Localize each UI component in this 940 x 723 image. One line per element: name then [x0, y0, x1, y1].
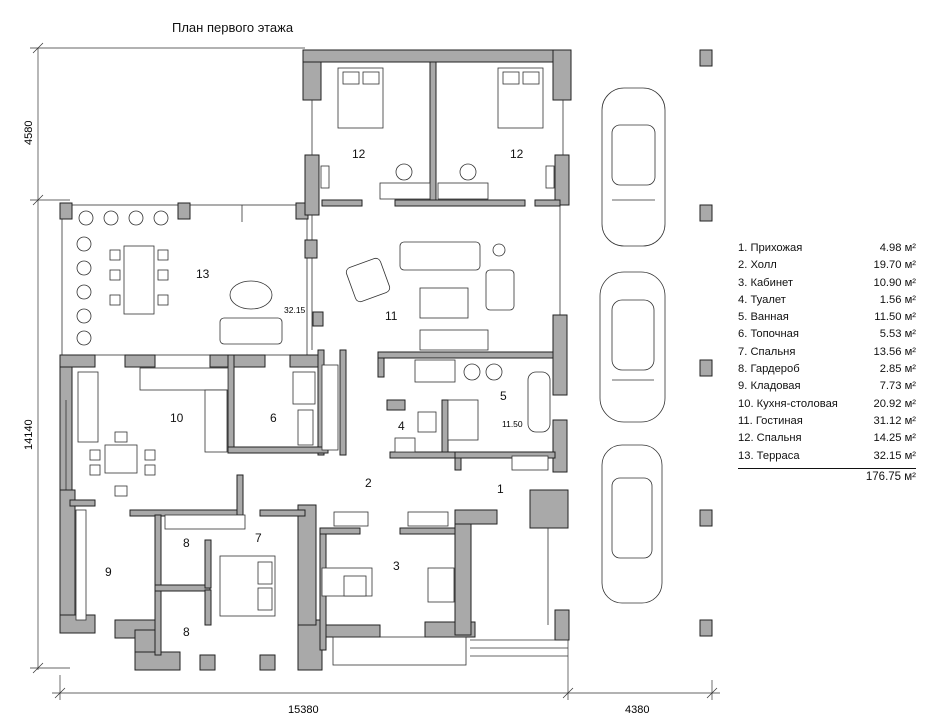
- dimension-lines: [30, 42, 720, 700]
- terrace-area-tag: 32.15: [284, 305, 306, 315]
- legend-row: 13. Терраса 32.15 м²: [738, 448, 916, 465]
- legend-total: 176.75 м²: [738, 467, 916, 483]
- room-number-9: 9: [105, 565, 112, 579]
- legend-area: 13.56 м²: [873, 345, 916, 358]
- legend-name: 3. Кабинет: [738, 276, 793, 289]
- room-number-3: 3: [393, 559, 400, 573]
- legend-area: 11.50 м²: [874, 311, 916, 324]
- legend-name: 13. Терраса: [738, 449, 800, 462]
- legend-row: 1. Прихожая 4.98 м²: [738, 240, 916, 257]
- legend-name: 11. Гостиная: [738, 414, 803, 427]
- legend-name: 7. Спальня: [738, 345, 796, 358]
- legend-area: 10.90 м²: [873, 276, 916, 289]
- plan-title: План первого этажа: [172, 20, 294, 35]
- room-number-6: 6: [270, 411, 277, 425]
- car-3: [601, 444, 663, 604]
- legend-area: 4.98 м²: [879, 242, 916, 254]
- hall-entrance-furniture: [333, 455, 549, 527]
- room-number-11: 11: [385, 309, 398, 323]
- plant-pots: [76, 210, 169, 346]
- kitchen-furniture: [77, 367, 229, 497]
- dim-left-height: 14140: [23, 419, 35, 450]
- legend-area: 1.56 м²: [879, 293, 916, 306]
- room-number-7: 7: [255, 531, 262, 545]
- exterior-walls: [59, 49, 572, 671]
- bath-area-tag: 11.50: [502, 419, 523, 429]
- bedroom-7-furniture: [164, 514, 276, 617]
- room-number-12a: 12: [352, 147, 366, 161]
- legend-name: 4. Туалет: [738, 293, 786, 306]
- terrace: [59, 202, 309, 356]
- room-number-5: 5: [500, 389, 507, 403]
- room-number-8b: 8: [183, 625, 190, 639]
- bedroom-12-furniture: [320, 67, 555, 200]
- legend-name: 12. Спальня: [738, 432, 802, 445]
- legend-area: 20.92 м²: [873, 397, 916, 410]
- dim-top-height: 4580: [23, 121, 35, 145]
- legend-name: 9. Кладовая: [738, 380, 801, 393]
- legend-row: 7. Спальня 13.56 м²: [738, 344, 916, 361]
- room-number-4: 4: [398, 419, 405, 433]
- legend-name: 5. Ванная: [738, 311, 789, 324]
- legend-row: 3. Кабинет 10.90 м²: [738, 275, 916, 292]
- car-2: [599, 271, 666, 423]
- legend-area: 19.70 м²: [873, 259, 916, 272]
- legend-area: 14.25 м²: [873, 432, 916, 445]
- legend-row: 12. Спальня 14.25 м²: [738, 430, 916, 447]
- bathroom-furniture: [394, 359, 551, 453]
- legend-name: 8. Гардероб: [738, 363, 800, 376]
- legend-row: 10. Кухня-столовая 20.92 м²: [738, 396, 916, 413]
- boiler-room-furniture: [292, 364, 339, 451]
- legend-area: 32.15 м²: [873, 449, 916, 462]
- storage-shelves: [75, 509, 87, 621]
- area-legend: 1. Прихожая 4.98 м² 2. Холл 19.70 м² 3. Ка…: [738, 240, 916, 483]
- legend-name: 2. Холл: [738, 259, 777, 272]
- study-furniture: [321, 567, 455, 603]
- legend-area: 5.53 м²: [879, 328, 916, 341]
- legend-name: 6. Топочная: [738, 328, 799, 341]
- room-number-2: 2: [365, 476, 372, 490]
- room-number-1: 1: [497, 482, 504, 496]
- legend-row: 4. Туалет 1.56 м²: [738, 292, 916, 309]
- dim-garage-width: 4380: [625, 704, 649, 716]
- legend-area: 31.12 м²: [873, 414, 916, 427]
- room-number-12b: 12: [510, 147, 524, 161]
- garage: [599, 49, 713, 637]
- legend-row: 11. Гостиная 31.12 м²: [738, 413, 916, 430]
- legend-row: 9. Кладовая 7.73 м²: [738, 378, 916, 395]
- car-1: [601, 87, 666, 247]
- room-number-8a: 8: [183, 536, 190, 550]
- legend-name: 10. Кухня-столовая: [738, 397, 838, 410]
- legend-row: 2. Холл 19.70 м²: [738, 257, 916, 274]
- legend-total-value: 176.75 м²: [865, 470, 916, 483]
- legend-row: 8. Гардероб 2.85 м²: [738, 361, 916, 378]
- legend-row: 5. Ванная 11.50 м²: [738, 309, 916, 326]
- legend-name: 1. Прихожая: [738, 242, 803, 254]
- legend-row: 6. Топочная 5.53 м²: [738, 326, 916, 343]
- legend-area: 7.73 м²: [879, 380, 916, 393]
- legend-area: 2.85 м²: [879, 363, 916, 376]
- dim-bottom-width: 15380: [288, 704, 319, 716]
- living-room-furniture: [345, 241, 515, 351]
- room-number-13: 13: [196, 267, 210, 281]
- room-number-10: 10: [170, 411, 184, 425]
